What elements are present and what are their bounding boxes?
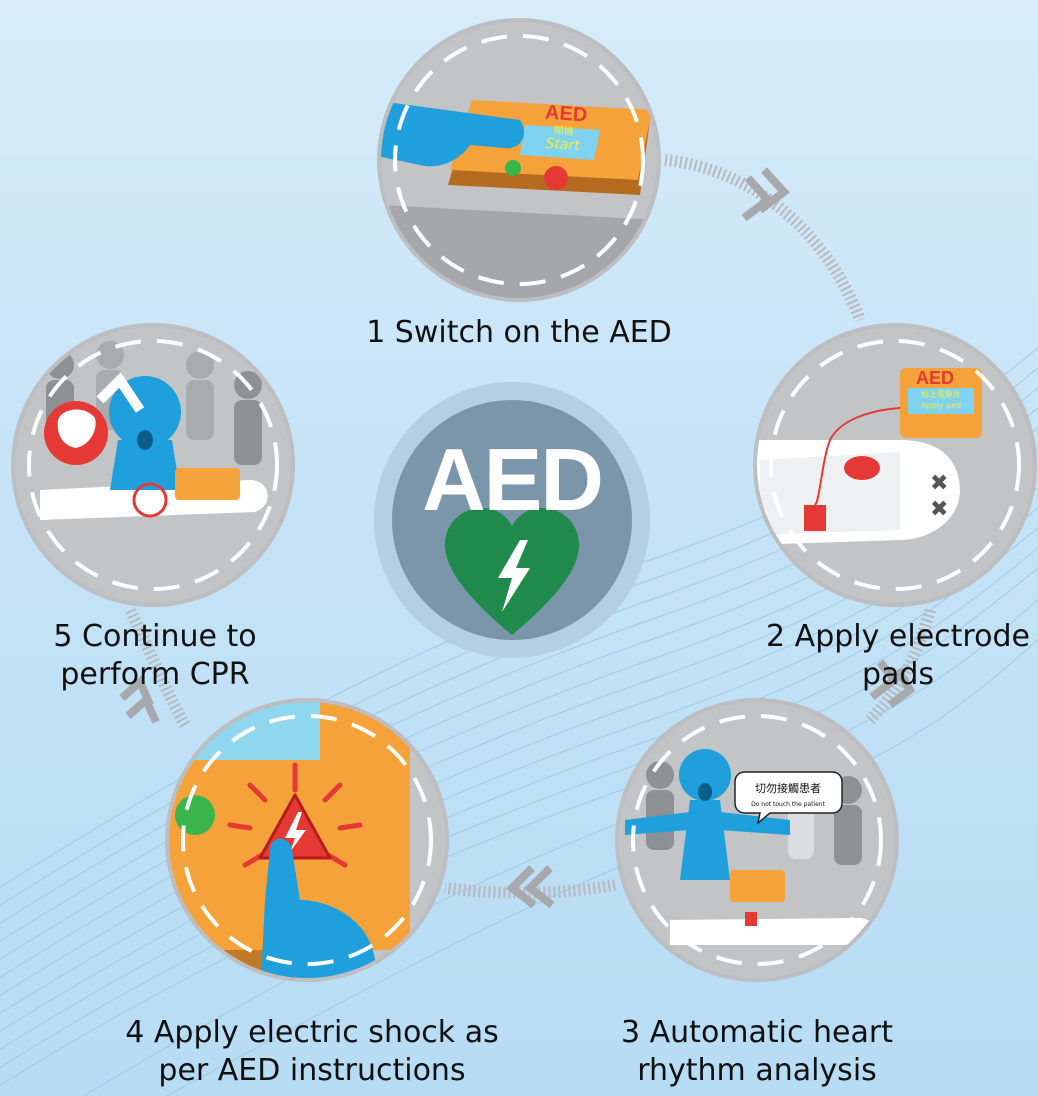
- step-5-label: 5 Continue to perform CPR: [30, 618, 280, 694]
- device-brand: AED: [544, 101, 588, 127]
- speech-line-2: Do not touch the patient: [751, 801, 826, 808]
- speech-line-1: 切勿接觸患者: [755, 781, 821, 795]
- hand-press-icon: [260, 838, 380, 978]
- step-2-line-2: pads: [861, 657, 935, 692]
- svg-text:✖: ✖: [930, 497, 948, 522]
- step-3-label: 3 Automatic heart rhythm analysis: [592, 1014, 922, 1090]
- step-3-circle: 切勿接觸患者 Do not touch the patient: [615, 698, 899, 982]
- step-3-line-2: rhythm analysis: [637, 1053, 877, 1088]
- step-3-line-1: 3 Automatic heart: [621, 1015, 893, 1050]
- lightning-icon: [498, 540, 530, 612]
- power-button-icon: [175, 795, 215, 835]
- step-4-circle: [165, 698, 449, 982]
- rescuer-icon: [625, 749, 790, 880]
- cycle-arrows: [119, 167, 916, 909]
- center-logo-text: AED: [422, 430, 604, 529]
- step-4-line-1: 4 Apply electric shock as: [125, 1015, 499, 1050]
- device-brand-2: AED: [916, 368, 955, 388]
- aed-device-icon: [730, 870, 785, 902]
- step-2-circle: ✖ ✖: [753, 323, 1037, 607]
- center-aed-logo: [374, 382, 650, 658]
- step-4-line-2: per AED instructions: [158, 1053, 466, 1088]
- electrode-pad-icon: [804, 505, 826, 531]
- step-2-label: 2 Apply electrode pads: [758, 618, 1038, 694]
- step-1-line-1: 1 Switch on the AED: [366, 315, 672, 350]
- aed-device-icon: [175, 468, 240, 500]
- step-1-circle: [377, 18, 661, 302]
- hand-press-icon: [381, 100, 524, 167]
- step-5-line-2: perform CPR: [60, 657, 250, 692]
- step-5-line-1: 5 Continue to: [53, 619, 257, 654]
- step-1-label: 1 Switch on the AED: [319, 314, 719, 352]
- device-pads-line-2: Apply pad: [920, 401, 962, 410]
- speech-bubble: 切勿接觸患者 Do not touch the patient: [734, 771, 843, 825]
- step-5-circle: [11, 323, 295, 607]
- step-2-line-1: 2 Apply electrode: [766, 619, 1030, 654]
- device-pads-text: 貼上電擊片 Apply pad: [908, 389, 974, 411]
- device-pads-line-1: 貼上電擊片: [921, 390, 961, 399]
- device-screen-text: 開機 Start: [527, 124, 599, 155]
- electrode-pad-icon: [844, 456, 880, 480]
- step-4-label: 4 Apply electric shock as per AED instru…: [102, 1014, 522, 1090]
- svg-text:✖: ✖: [930, 471, 948, 496]
